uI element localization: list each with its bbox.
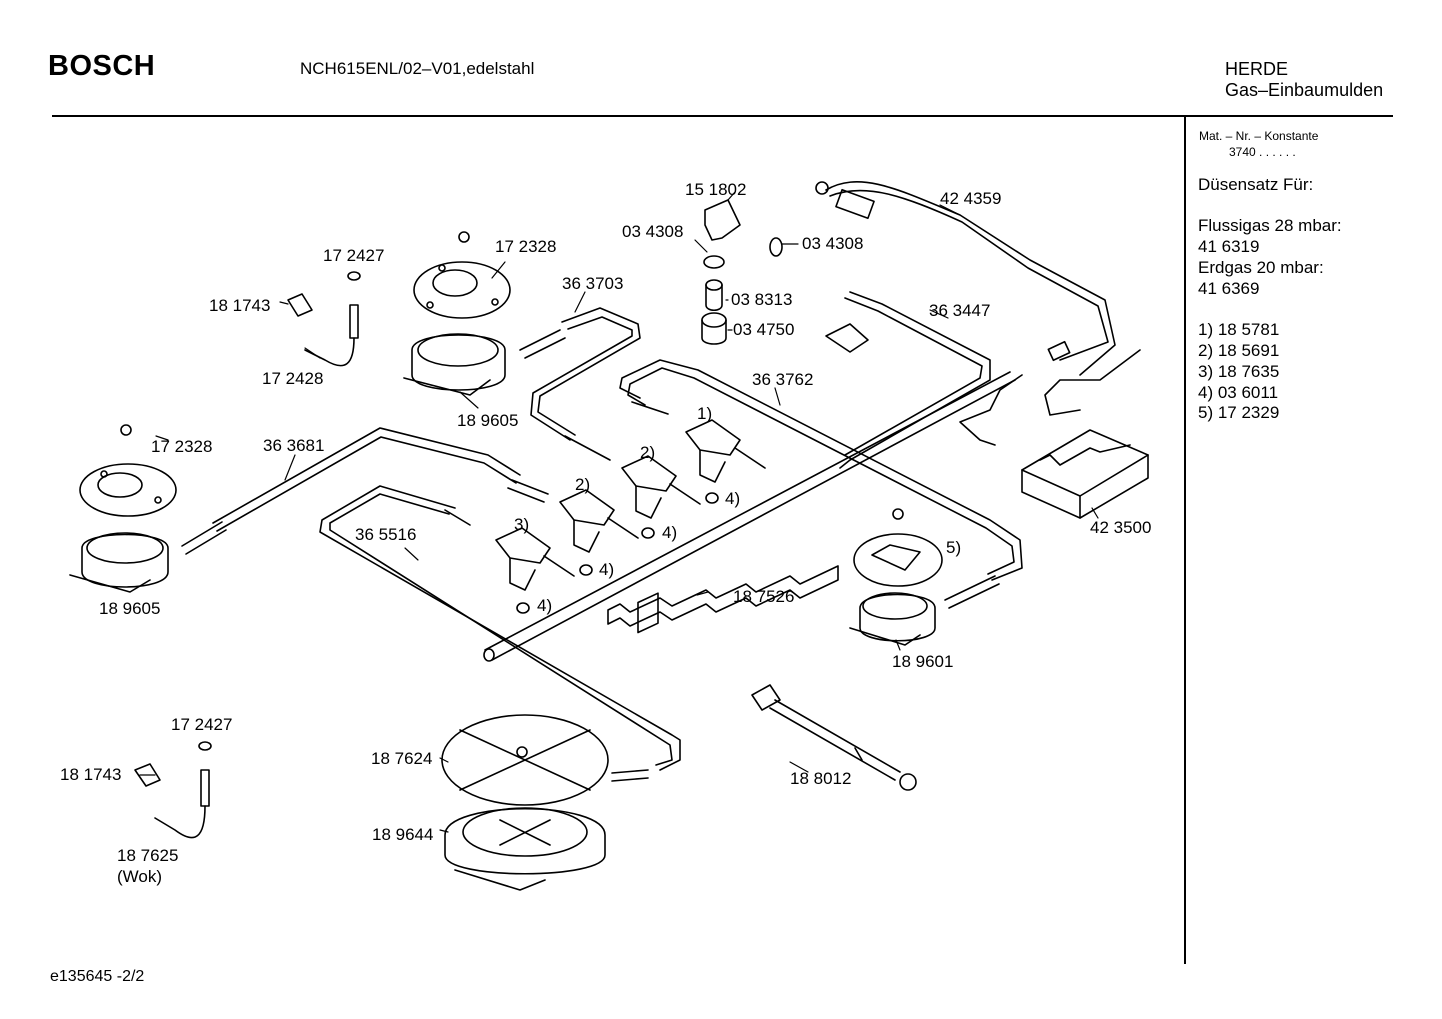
natgas-value: 41 6369	[1198, 279, 1260, 298]
pipe-clamp	[826, 324, 868, 352]
note-3: 3) 18 7635	[1198, 362, 1280, 381]
callout-5: 5)	[946, 538, 962, 557]
callout-1: 1)	[697, 404, 713, 423]
thermocouple-172428	[288, 272, 360, 366]
gas-valve-3	[496, 528, 574, 590]
burner-189605-left	[70, 425, 176, 592]
gas-pipe-363681	[213, 428, 520, 531]
callout-4b: 4)	[662, 523, 678, 542]
part-label-363762: 36 3762	[752, 370, 814, 389]
gas-pipe-363447	[840, 292, 990, 468]
brand-logo: BOSCH	[48, 50, 156, 82]
gas-valve-2b	[560, 490, 638, 552]
gas-pipe-363703	[531, 308, 640, 440]
lpg-label: Flussigas 28 mbar:	[1198, 216, 1342, 235]
callout-2a: 2)	[640, 443, 656, 462]
part-label-189605-left: 18 9605	[99, 599, 161, 618]
lpg-value: 41 6319	[1198, 237, 1260, 256]
category-line-2: Gas–Einbaumulden	[1225, 80, 1384, 100]
gas-pipe-365516	[320, 486, 680, 770]
part-label-363681: 36 3681	[263, 436, 325, 455]
part-label-189605-top: 18 9605	[457, 411, 519, 430]
burner-189601-right	[850, 509, 942, 645]
part-label-034308-left: 03 4308	[622, 222, 684, 241]
callout-2b: 2)	[575, 475, 591, 494]
burner-189605-top	[404, 232, 510, 395]
small-nuts	[517, 493, 718, 613]
nozzle-fittings	[182, 330, 999, 781]
callout-4a: 4)	[725, 489, 741, 508]
part-label-189601: 18 9601	[892, 652, 954, 671]
part-label-187624: 18 7624	[371, 749, 433, 768]
callout-4c: 4)	[599, 560, 615, 579]
part-label-423500: 42 3500	[1090, 518, 1152, 537]
part-label-172328-left: 17 2328	[151, 437, 213, 456]
gas-valve-1	[686, 420, 765, 482]
part-label-034750: 03 4750	[733, 320, 795, 339]
part-label-181743-top: 18 1743	[209, 296, 271, 315]
thermocouple-187625	[135, 742, 211, 838]
nozzle-title: Düsensatz Für:	[1198, 175, 1314, 194]
part-label-181743-bottom: 18 1743	[60, 765, 122, 784]
part-label-034308-right: 03 4308	[802, 234, 864, 253]
category-line-1: HERDE	[1225, 59, 1289, 79]
drawing-code: e135645 -2/2	[50, 968, 145, 985]
part-label-172427-top: 17 2427	[323, 246, 385, 265]
header-divider	[52, 115, 1393, 117]
part-label-172428: 17 2428	[262, 369, 324, 388]
part-label-151802: 15 1802	[685, 180, 747, 199]
callout-4d: 4)	[537, 596, 553, 615]
model-number: NCH615ENL/02–V01,edelstahl	[300, 59, 535, 78]
note-5: 5) 17 2329	[1198, 403, 1280, 422]
note-4: 4) 03 6011	[1198, 383, 1279, 402]
part-label-wok: (Wok)	[117, 867, 163, 886]
note-1: 1) 18 5781	[1198, 320, 1280, 339]
part-label-187625: 18 7625	[117, 846, 179, 865]
bracket-plates-187526	[608, 566, 838, 632]
part-label-038313: 03 8313	[731, 290, 793, 309]
leader-lines	[140, 192, 1098, 832]
part-label-187526: 18 7526	[733, 587, 795, 606]
part-label-424359: 42 4359	[940, 189, 1002, 208]
wire-harness-424359	[816, 182, 1140, 445]
part-label-363703: 36 3703	[562, 274, 624, 293]
wok-burner-189644	[442, 715, 608, 890]
part-label-189644: 18 9644	[372, 825, 434, 844]
callout-3: 3)	[514, 515, 530, 534]
mat-label: Mat. – Nr. – Konstante	[1199, 129, 1319, 143]
natgas-label: Erdgas 20 mbar:	[1198, 258, 1324, 277]
gas-pipe-363762	[620, 360, 1022, 580]
mat-value: 3740 . . . . . .	[1229, 145, 1296, 159]
part-label-172427-bottom: 17 2427	[171, 715, 233, 734]
part-label-172328-top: 17 2328	[495, 237, 557, 256]
ignition-module-423500	[1022, 430, 1148, 518]
note-2: 2) 18 5691	[1198, 341, 1280, 360]
part-label-188012: 18 8012	[790, 769, 852, 788]
part-label-365516: 36 5516	[355, 525, 417, 544]
sidebar-divider	[1184, 116, 1186, 964]
ignition-lead-188012	[752, 685, 916, 790]
manifold-rail	[484, 372, 1015, 661]
part-label-363447: 36 3447	[929, 301, 991, 320]
gas-valve-2a	[622, 456, 700, 518]
